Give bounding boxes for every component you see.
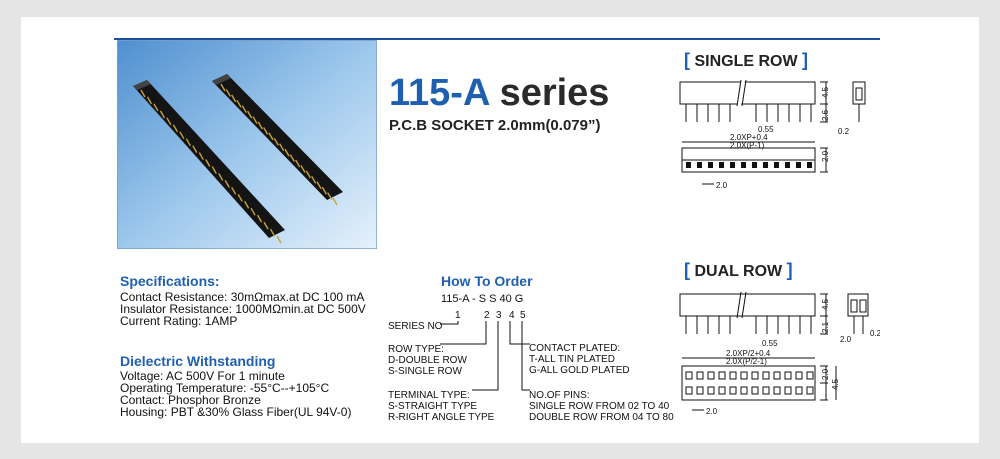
dr-dim-len: 2.0XP/2+0.4 (726, 349, 771, 358)
dr-dim-pitch: 2.0 (706, 407, 718, 416)
connector-right (212, 74, 343, 200)
product-subtitle: P.C.B SOCKET 2.0mm(0.079”) (389, 117, 601, 134)
single-row-drawing: 4.5 2.6 0.55 0.2 2.0XP+0.4 2.0X(P-1) 2.0… (679, 79, 866, 190)
dielectric-line-4: Housing: PBT &30% Glass Fiber(UL 94V-0) (120, 405, 352, 419)
row-type-line-3: S-SINGLE ROW (388, 366, 462, 377)
row-type-line-2: D-DOUBLE ROW (388, 355, 467, 366)
series-word: series (499, 72, 610, 114)
dual-row-label: DUAL ROW (694, 263, 783, 280)
order-code: 115-A - S S 40 G (441, 293, 524, 305)
dr-dim-h45: 4.5 (821, 298, 830, 310)
terminal-type-line-3: R-RIGHT ANGLE TYPE (388, 412, 495, 423)
sr-dim-p055: 0.55 (758, 125, 774, 134)
spec-line-2: Insulator Resistance: 1000MΩmin.at DC 50… (120, 302, 366, 316)
dielectric-line-3: Contact: Phosphor Bronze (120, 393, 261, 407)
dielectric-heading: Dielectric Withstanding (120, 353, 276, 369)
row-type-line-1: ROW TYPE: (388, 344, 444, 355)
series-no-label: SERIES NO (388, 321, 443, 332)
dr-dim-pitchlen: 2.0X(P/2-1) (726, 357, 767, 366)
dr-dim-p02: 0.2 (870, 329, 880, 338)
sr-dim-len: 2.0XP+0.4 (730, 133, 768, 142)
dr-dim-w20: 2.0 (821, 368, 830, 380)
pins-line-2: SINGLE ROW FROM 02 TO 40 (529, 401, 670, 412)
product-photo (117, 40, 377, 249)
order-leader-lines (440, 321, 530, 391)
contact-plated-line-3: G-ALL GOLD PLATED (529, 365, 630, 376)
pos-number-4: 4 (509, 310, 515, 321)
pos-number-2: 2 (484, 310, 490, 321)
spec-line-3: Current Rating: 1AMP (120, 314, 238, 328)
dielectric-line-2: Operating Temperature: -55°C--+105°C (120, 381, 330, 395)
how-to-order-heading: How To Order (441, 273, 533, 289)
dual-row-title: [ DUAL ROW ] (684, 260, 793, 280)
sr-dim-h45: 4.5 (821, 86, 830, 98)
series-title: 115-A series (389, 72, 609, 115)
pos-number-1: 1 (455, 310, 461, 321)
sr-dim-p02: 0.2 (838, 127, 850, 136)
connector-pins (140, 83, 338, 244)
specifications-heading: Specifications: (120, 273, 220, 289)
series-number: 115-A (389, 72, 489, 114)
contact-plated-line-1: CONTACT PLATED: (529, 343, 621, 354)
sr-dim-pitch: 2.0 (716, 181, 728, 190)
single-row-label: SINGLE ROW (694, 53, 798, 70)
single-row-title: [ SINGLE ROW ] (684, 50, 809, 70)
dual-row-drawing: 4.5 2.1 0.55 2.0 0.2 2.0XP/2+0.4 2.0X(P/… (679, 291, 880, 416)
header-rule (114, 38, 880, 40)
contact-plated-line-2: T-ALL TIN PLATED (529, 354, 615, 365)
terminal-type-line-2: S-STRAIGHT TYPE (388, 401, 478, 412)
pins-line-3: DOUBLE ROW FROM 04 TO 80 (529, 412, 674, 423)
sr-dim-pitchlen: 2.0X(P-1) (730, 141, 765, 150)
pins-line-1: NO.OF PINS: (529, 390, 590, 401)
dielectric-line-1: Voltage: AC 500V For 1 minute (120, 369, 285, 383)
pos-number-3: 3 (496, 310, 502, 321)
pos-number-5: 5 (520, 310, 526, 321)
dr-dim-p055: 0.55 (762, 339, 778, 348)
terminal-type-line-1: TERMINAL TYPE: (388, 390, 470, 401)
dr-dim-h21: 2.1 (821, 321, 830, 333)
sr-dim-h26: 2.6 (821, 109, 830, 121)
spec-line-1: Contact Resistance: 30mΩmax.at DC 100 mA (120, 290, 365, 304)
connector-left (133, 80, 285, 238)
dr-dim-w45: 4.5 (831, 378, 840, 390)
dr-dim-p20: 2.0 (840, 335, 852, 344)
sr-dim-w20: 2.0 (821, 150, 830, 162)
